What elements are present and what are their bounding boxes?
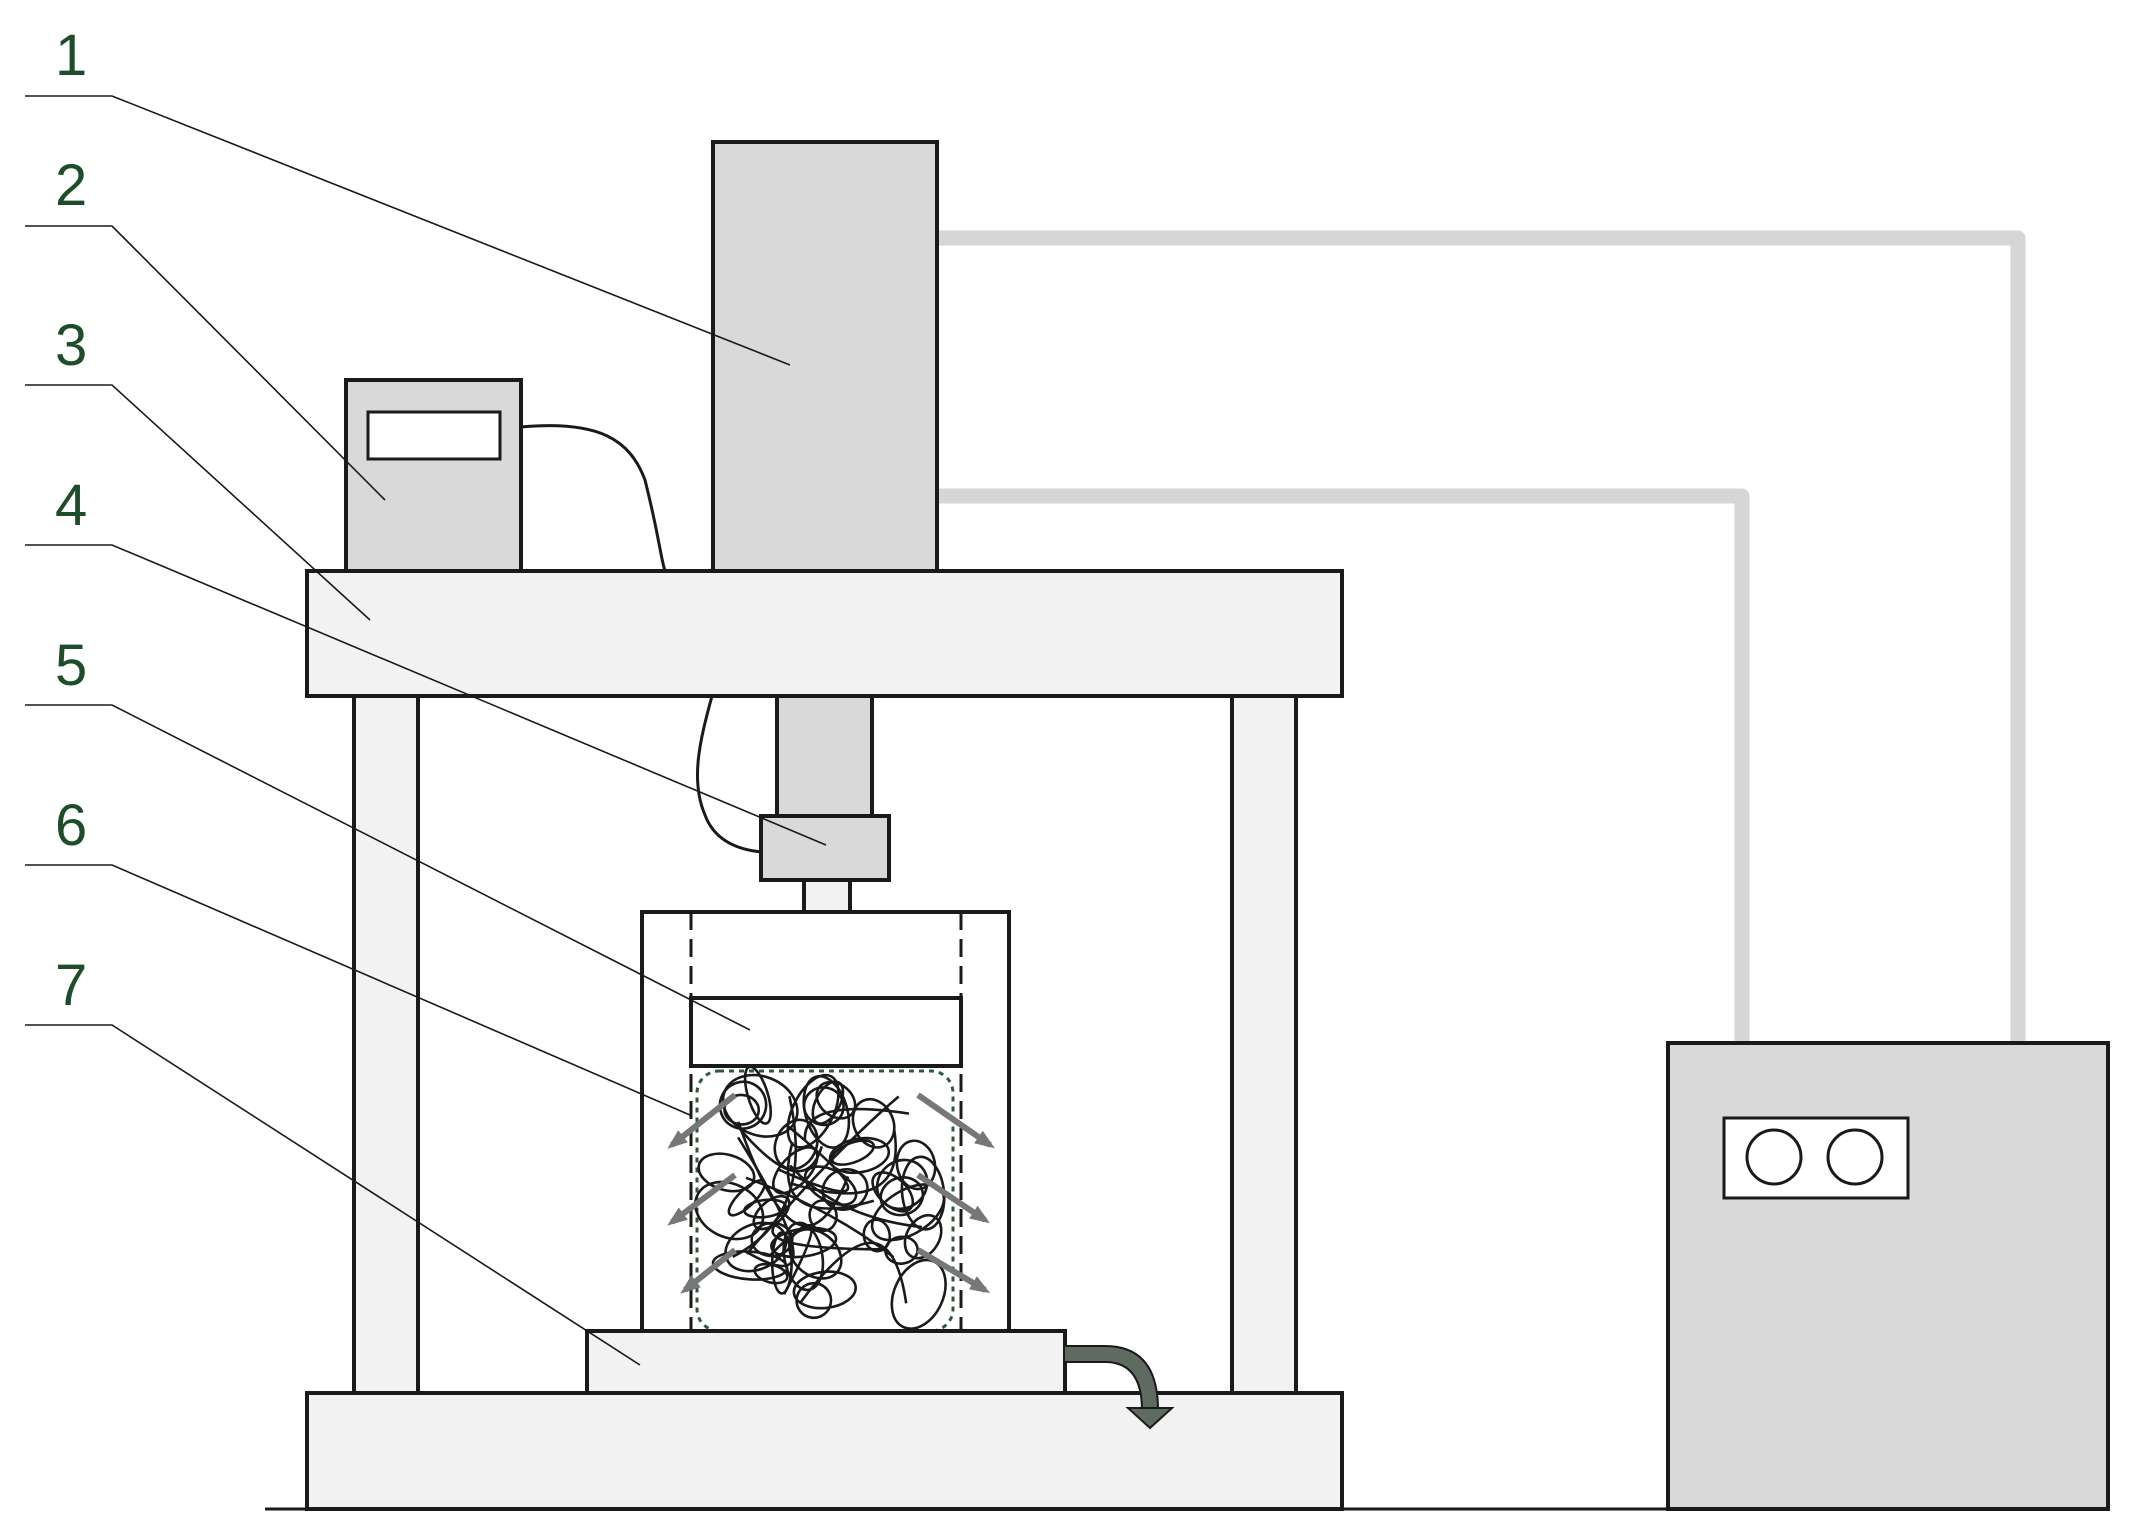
callout-leader-line xyxy=(25,1024,641,1366)
hose-lower xyxy=(935,488,1750,1043)
callout-number: 2 xyxy=(55,153,87,218)
base-plate xyxy=(585,1329,1067,1395)
piston-plate xyxy=(689,996,963,1068)
fiber-loop xyxy=(743,1065,773,1125)
drain-arrowhead xyxy=(1125,1407,1175,1430)
callout-number: 7 xyxy=(55,953,87,1018)
drain-pipe xyxy=(1065,1346,1158,1409)
fiber-loop xyxy=(811,1080,845,1125)
fiber-loop xyxy=(875,1158,929,1211)
hydraulic-hoses xyxy=(935,230,2026,1043)
fiber-strand xyxy=(737,1121,850,1227)
outflow-arrow xyxy=(916,1092,995,1149)
callout-7: 7 xyxy=(25,953,641,1366)
callout-1: 1 xyxy=(25,23,791,366)
callout-3: 3 xyxy=(25,313,371,621)
callout-4: 4 xyxy=(25,473,827,846)
outflow-arrow xyxy=(916,1247,991,1294)
sensor-cable xyxy=(520,424,763,854)
fiber-strand xyxy=(736,1125,824,1173)
callout-leader-line xyxy=(25,95,791,366)
fiber-loop xyxy=(718,1080,768,1130)
callout-leader-line xyxy=(25,864,691,1116)
fiber-strand xyxy=(803,1107,910,1141)
callout-number: 3 xyxy=(55,313,87,378)
outflow-arrow xyxy=(667,1172,737,1226)
left-column xyxy=(352,693,420,1397)
callout-leader-line xyxy=(25,704,751,1031)
callout-5: 5 xyxy=(25,633,751,1031)
hydraulic-cylinder xyxy=(711,140,939,573)
right-column xyxy=(1230,693,1298,1397)
outflow-arrow xyxy=(916,1172,990,1224)
piston-rod-upper xyxy=(775,694,874,818)
fiber-loop xyxy=(851,1097,896,1149)
callout-number: 1 xyxy=(55,23,87,88)
outflow-arrow xyxy=(667,1092,737,1149)
top-crossbeam xyxy=(305,569,1344,698)
fiber-loop xyxy=(895,1139,937,1191)
callout-number: 4 xyxy=(55,473,87,538)
displacement-meter xyxy=(344,378,523,573)
callout-labels: 1 2 3 4 5 6 7 xyxy=(25,23,827,1366)
fiber-strand xyxy=(771,1220,886,1251)
fiber-strand xyxy=(745,1095,900,1255)
drain-pipe-outline xyxy=(1065,1345,1159,1411)
outflow-arrow xyxy=(680,1247,737,1294)
fiber-loop xyxy=(743,1198,787,1219)
meter-display xyxy=(366,410,502,461)
gauge-right-icon xyxy=(1826,1128,1884,1186)
callout-number: 6 xyxy=(55,793,87,858)
callout-leader-line xyxy=(25,384,371,621)
gauge-left-icon xyxy=(1745,1128,1803,1186)
fiber-loop xyxy=(903,1213,943,1260)
outflow-arrows xyxy=(667,1092,995,1294)
callout-number: 5 xyxy=(55,633,87,698)
callout-2: 2 xyxy=(25,153,386,501)
fiber-loop xyxy=(694,1180,765,1241)
fiber-strand xyxy=(789,1164,923,1229)
bottom-base xyxy=(305,1391,1344,1511)
callout-6: 6 xyxy=(25,793,691,1116)
hose-upper xyxy=(935,230,2026,1043)
callout-leader-line xyxy=(25,544,827,846)
callout-leader-line xyxy=(25,225,386,501)
fiber-strand xyxy=(799,1241,908,1304)
hydraulic-power-unit xyxy=(1666,1041,2110,1511)
fibrous-sample xyxy=(694,1065,947,1330)
